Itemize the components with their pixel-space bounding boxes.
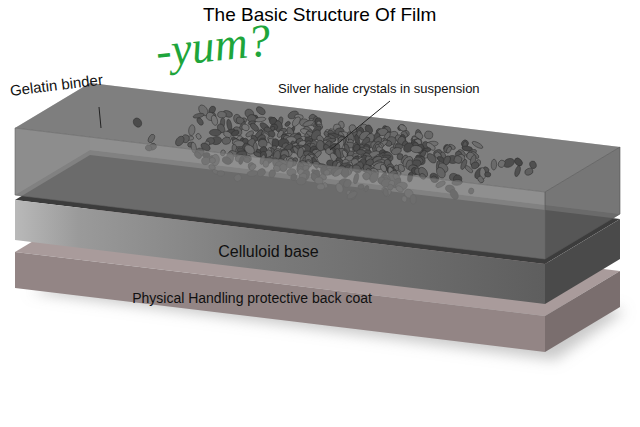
film-layer: Celluloid base xyxy=(214,241,323,264)
crystal xyxy=(188,124,195,135)
layer-label: Celluloid base xyxy=(218,243,319,261)
crystal xyxy=(514,165,522,177)
layer-label: Physical Handling protective back coat xyxy=(132,290,372,306)
crystal xyxy=(464,165,474,174)
crystal xyxy=(471,140,484,150)
crystal xyxy=(217,111,226,118)
crystal xyxy=(147,133,156,143)
handwritten-note: -yum? xyxy=(153,14,273,79)
crystal xyxy=(222,137,232,146)
gelatin-side xyxy=(545,147,620,259)
crystal xyxy=(491,159,497,170)
crystal xyxy=(284,120,291,127)
crystal xyxy=(424,130,433,139)
crystal xyxy=(196,117,204,126)
crystal xyxy=(302,119,315,128)
crystal xyxy=(195,133,202,141)
crystal xyxy=(410,145,422,153)
crystal xyxy=(470,161,479,169)
crystal xyxy=(132,116,144,128)
crystal xyxy=(379,163,387,172)
part-label: Silver halide crystals in suspension xyxy=(278,82,480,97)
leader-line xyxy=(330,101,390,150)
leader-line xyxy=(99,107,101,128)
crystal xyxy=(425,152,437,165)
crystal xyxy=(445,146,452,154)
film-layer: Physical Handling protective back coat xyxy=(128,288,376,309)
crystal xyxy=(174,135,186,148)
crystal xyxy=(210,115,218,127)
crystal xyxy=(524,167,534,176)
crystal xyxy=(497,159,506,169)
gelatin-front xyxy=(15,128,545,259)
crystal xyxy=(255,105,267,116)
crystal xyxy=(241,123,250,132)
crystal xyxy=(255,117,267,123)
crystal xyxy=(209,129,221,136)
crystal xyxy=(477,175,485,184)
crystal xyxy=(231,125,244,138)
crystal xyxy=(484,171,491,177)
